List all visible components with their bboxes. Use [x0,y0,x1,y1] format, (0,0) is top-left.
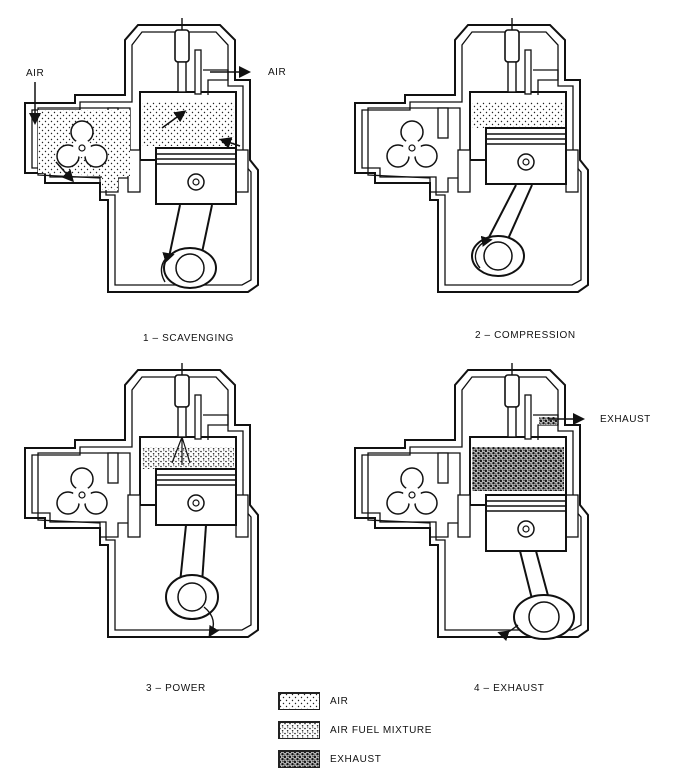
air-fill-cylinder [142,102,234,146]
caption-exhaust: 4 – EXHAUST [474,683,545,694]
legend-item-air-fuel-mixture: AIR FUEL MIXTURE [278,721,478,741]
legend-label-air: AIR [330,696,349,707]
legend-label-mixture: AIR FUEL MIXTURE [330,725,433,736]
exhaust-out-label: EXHAUST [600,414,651,425]
engine-diagram-4 [354,362,589,641]
panel-exhaust [320,345,620,665]
legend-label-exhaust: EXHAUST [330,754,382,765]
caption-scavenging: 1 – SCAVENGING [143,333,235,344]
engine-diagram-1 [24,17,259,293]
mixture-pattern-swatch [278,721,320,739]
engine-diagram-3 [24,362,259,638]
legend: AIR AIR FUEL MIXTURE EXHAUST [278,692,478,772]
air-in-label: AIR [26,68,45,79]
air-out-label: AIR [268,67,287,78]
piston [155,147,237,205]
exhaust-fill-cylinder [472,447,564,491]
exhaust-pattern-swatch [278,750,320,768]
legend-item-air: AIR [278,692,478,712]
panel-power [0,345,290,665]
legend-item-exhaust: EXHAUST [278,750,478,770]
piston [485,127,567,185]
air-fill-compressed [472,102,564,128]
caption-compression: 2 – COMPRESSION [475,330,576,341]
caption-power: 3 – POWER [146,683,206,694]
engine-diagram-2 [354,17,589,293]
panel-compression [320,0,620,320]
piston [485,494,567,552]
piston [155,468,237,526]
air-pattern-swatch [278,692,320,710]
panel-scavenging [0,0,290,320]
